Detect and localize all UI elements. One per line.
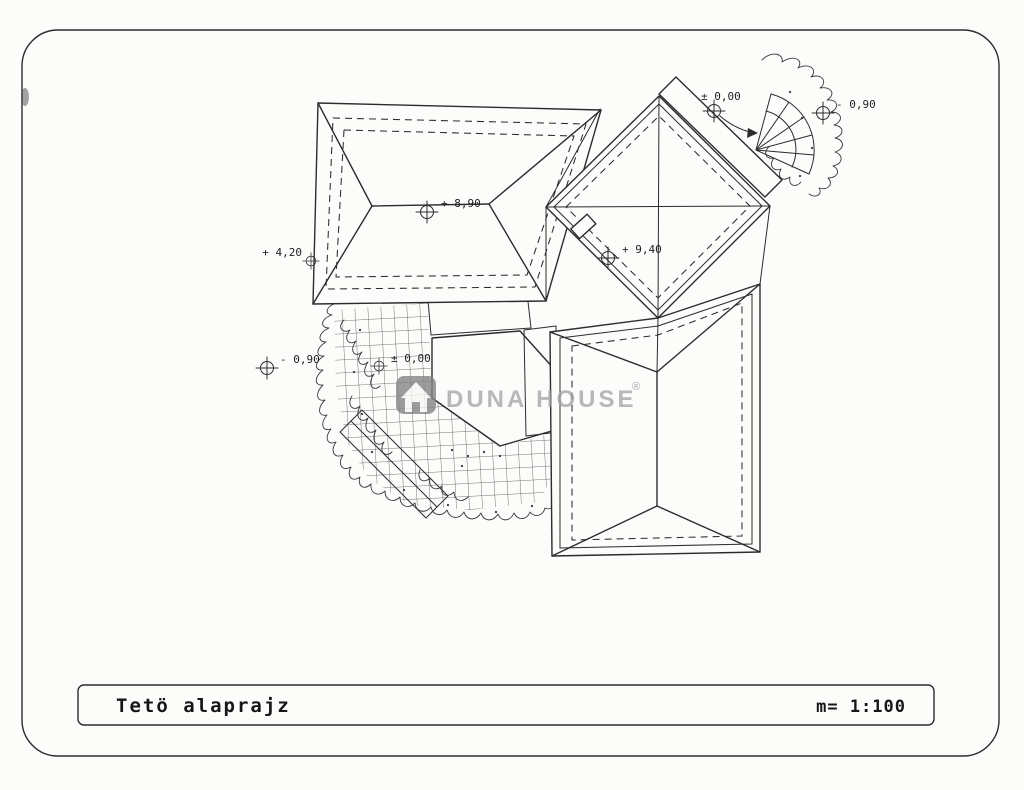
watermark-brand-text: DUNA HOUSE <box>446 386 636 413</box>
drawing-scale: m= 1:100 <box>816 697 906 717</box>
sheet-border <box>21 29 1000 757</box>
drawing-title: Tetö alaprajz <box>116 695 291 717</box>
elevation-label-890: + 8,90 <box>441 197 481 210</box>
lower-hip-roof <box>549 283 761 557</box>
left-hip-roof <box>312 102 602 305</box>
pergola-steps <box>339 409 449 519</box>
elevation-label-090-top: - 0,90 <box>836 98 876 111</box>
leader-arrow <box>719 115 758 138</box>
chimney <box>570 213 597 240</box>
elevation-label-940: + 9,40 <box>622 243 662 256</box>
watermark: DUNA HOUSE ® <box>396 376 640 414</box>
title-block: Tetö alaprajz m= 1:100 <box>77 684 935 726</box>
elevation-label-420: + 4,20 <box>262 246 302 259</box>
elevation-label-000-top: ± 0,00 <box>701 90 741 103</box>
valley-lines <box>545 108 771 302</box>
benchmark-icon <box>255 356 279 380</box>
trellis-band <box>658 76 783 198</box>
watermark-registered-mark: ® <box>632 381 640 393</box>
elevation-label-000-terrace: ± 0,00 <box>391 352 431 365</box>
stair-fan <box>755 93 815 175</box>
benchmark-icon <box>702 99 726 123</box>
benchmark-icon <box>811 101 835 125</box>
scan-smudge <box>21 88 29 106</box>
elevation-label-090-left: - 0,90 <box>280 353 320 366</box>
vegetation <box>315 302 554 521</box>
watermark-logo <box>396 376 436 414</box>
elevation-markers: + 8,90 + 9,40 + 4,20 ± 0,00 - 0,90 - 0,9… <box>255 90 876 380</box>
vegetation-top-right <box>761 53 843 197</box>
paving-grid <box>334 303 556 510</box>
